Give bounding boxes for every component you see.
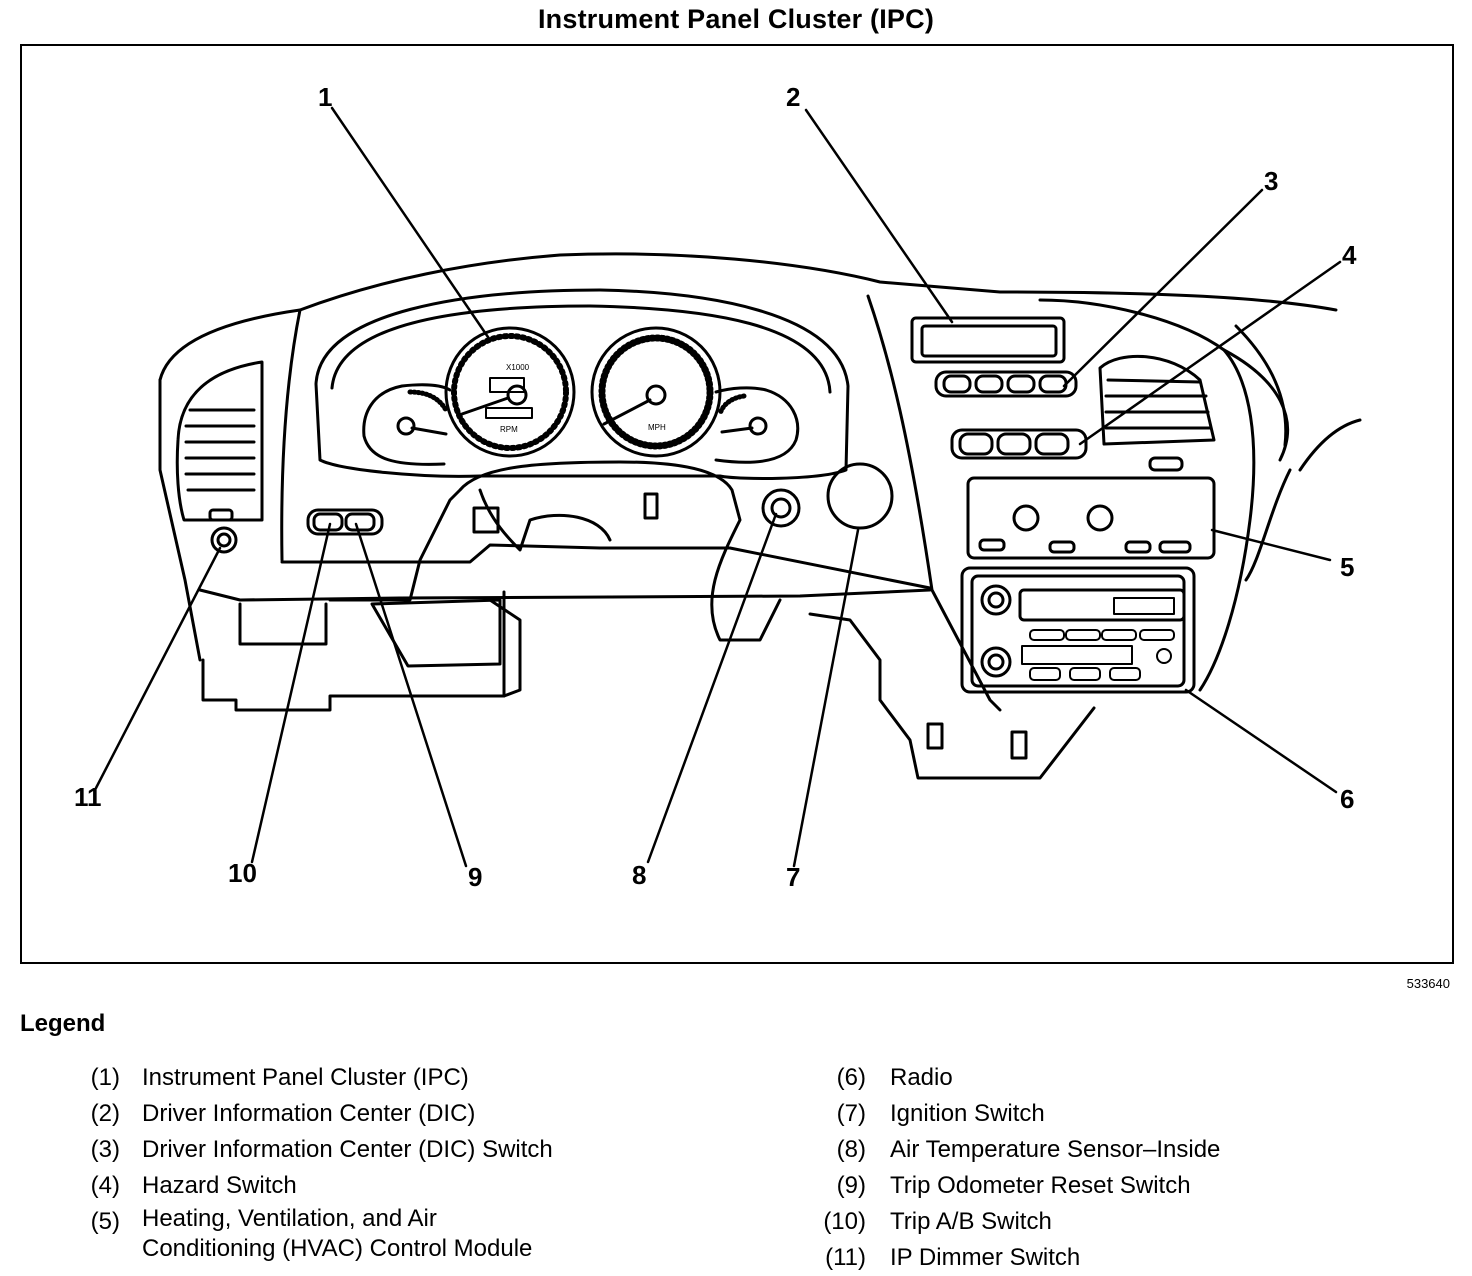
legend-left-column: (1) Instrument Panel Cluster (IPC) (2) D… [74, 1060, 553, 1264]
tach-scale-label: X1000 [506, 363, 530, 372]
figure-code: 533640 [1406, 976, 1450, 991]
legend-item: (8) Air Temperature Sensor–Inside [808, 1132, 1221, 1168]
callout-6: 6 [1340, 784, 1354, 814]
callout-5: 5 [1340, 552, 1354, 582]
figure-title: Instrument Panel Cluster (IPC) [537, 4, 935, 34]
legend-label: Radio [890, 1064, 953, 1091]
legend-label: IP Dimmer Switch [890, 1244, 1081, 1271]
legend-item: (7) Ignition Switch [808, 1096, 1220, 1132]
callout-8: 8 [632, 860, 646, 890]
legend-label: Air Temperature Sensor–Inside [890, 1136, 1221, 1163]
legend-item: (4) Hazard Switch [74, 1168, 553, 1204]
leader-lines [94, 106, 1342, 868]
legend-item: (11) IP Dimmer Switch [808, 1240, 1220, 1276]
legend-label: Instrument Panel Cluster (IPC) [142, 1064, 469, 1091]
legend-item: (3) Driver Information Center (DIC) Swit… [74, 1132, 553, 1168]
legend-number: (1) [90, 1064, 120, 1091]
legend-number: (11) [825, 1244, 866, 1271]
ignition-switch [826, 462, 894, 530]
legend-number: (6) [836, 1064, 866, 1091]
dic-switch-row [934, 370, 1078, 398]
dash-outline [158, 252, 1362, 712]
legend-number: (10) [823, 1208, 866, 1235]
callout-11: 11 [74, 782, 102, 812]
legend-label: Ignition Switch [890, 1100, 1045, 1127]
legend-number: (9) [836, 1172, 866, 1199]
legend-label: Trip Odometer Reset Switch [890, 1172, 1191, 1199]
left-air-vent [175, 360, 264, 522]
air-temp-sensor [761, 488, 801, 528]
figure-frame [20, 44, 1454, 964]
dic-display [910, 316, 1066, 364]
tach-unit-label: RPM [500, 425, 518, 434]
callout-labels: 1 2 3 4 5 6 7 8 9 10 11 [74, 82, 1357, 892]
callout-9: 9 [468, 862, 482, 892]
legend-item: (9) Trip Odometer Reset Switch [808, 1168, 1220, 1204]
callout-10: 10 [228, 858, 257, 888]
callout-7: 7 [786, 862, 800, 892]
speedometer-gauge: MPH [590, 326, 722, 458]
legend-right-column: (6) Radio (7) Ignition Switch (8) Air Te… [808, 1060, 1220, 1276]
legend-label: Hazard Switch [142, 1172, 297, 1199]
hvac-control-module [966, 476, 1216, 560]
legend-number: (7) [836, 1100, 866, 1127]
legend-number: (2) [90, 1100, 120, 1127]
ip-dimmer-switch [210, 526, 238, 554]
legend-number: (5) [90, 1208, 120, 1235]
legend-item: (10) Trip A/B Switch [808, 1204, 1220, 1240]
legend-item: (5) Heating, Ventilation, and Air Condit… [74, 1204, 553, 1264]
radio-unit [960, 566, 1196, 694]
steering-column [328, 460, 782, 642]
callout-2: 2 [786, 82, 800, 112]
legend-number: (3) [90, 1136, 120, 1163]
legend-item: (2) Driver Information Center (DIC) [74, 1096, 553, 1132]
fuel-gauge [362, 383, 452, 466]
callout-4: 4 [1342, 240, 1357, 270]
cluster-housing [314, 288, 850, 480]
legend-item: (1) Instrument Panel Cluster (IPC) [74, 1060, 553, 1096]
dashboard-illustration: X1000 RPM MPH [74, 82, 1362, 892]
legend-number: (4) [90, 1172, 120, 1199]
legend-item: (6) Radio [808, 1060, 1220, 1096]
legend-label: Driver Information Center (DIC) Switch [142, 1136, 553, 1163]
trip-switches [306, 508, 384, 536]
callout-3: 3 [1264, 166, 1278, 196]
legend-label: Driver Information Center (DIC) [142, 1100, 476, 1127]
legend-number: (8) [836, 1136, 866, 1163]
tachometer-gauge: X1000 RPM [444, 326, 576, 458]
lower-dash-panels [201, 590, 1096, 780]
legend-title: Legend [20, 1010, 106, 1037]
legend-label: Trip A/B Switch [890, 1208, 1052, 1235]
temperature-gauge [714, 386, 800, 464]
right-air-vent [1098, 354, 1216, 472]
callout-1: 1 [318, 82, 332, 112]
hazard-switch-row [950, 428, 1088, 460]
legend-label: Heating, Ventilation, and Air Conditioni… [142, 1205, 533, 1262]
speedo-unit-label: MPH [648, 423, 666, 432]
